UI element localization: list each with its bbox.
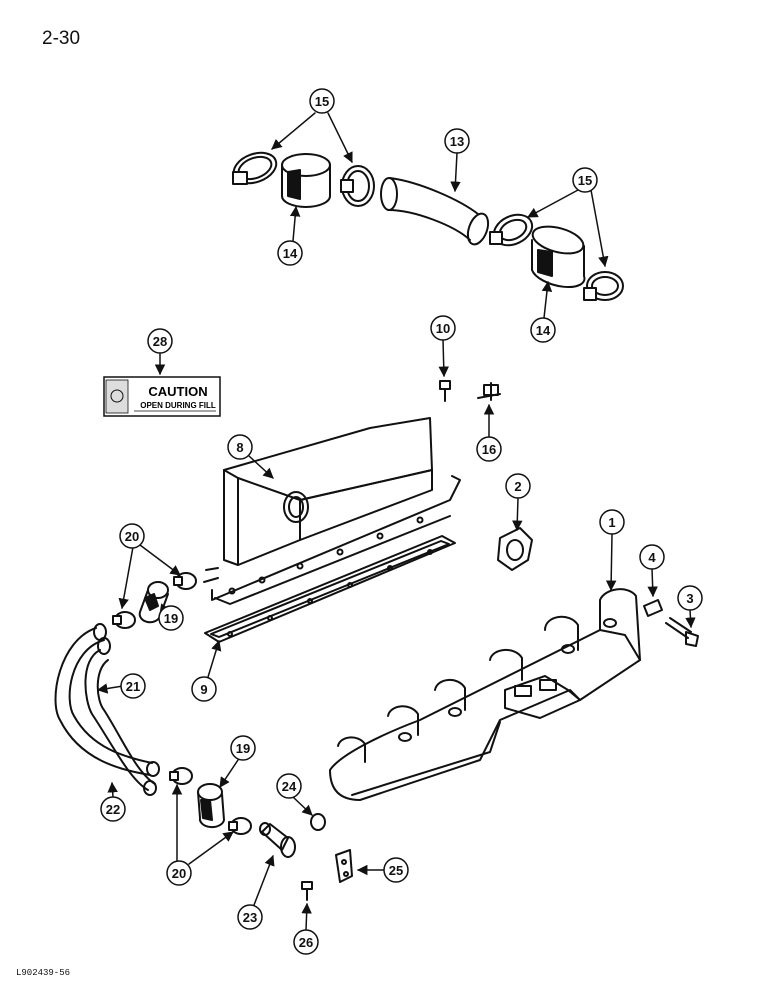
- svg-text:8: 8: [236, 440, 243, 455]
- aftercooler-housing-8: [203, 417, 461, 605]
- caution-subtitle: OPEN DURING FILL: [140, 401, 216, 410]
- svg-text:19: 19: [236, 741, 250, 756]
- o-ring-24: [310, 813, 326, 831]
- svg-text:1: 1: [608, 515, 615, 530]
- callout-15-upper: 15: [309, 88, 335, 114]
- svg-text:2: 2: [514, 479, 521, 494]
- callout-16: 16: [476, 436, 502, 462]
- hose-clamp-20-upper-right: [173, 572, 197, 590]
- bracket-25: [335, 849, 353, 883]
- callout-26: 26: [293, 929, 319, 955]
- svg-text:15: 15: [578, 173, 592, 188]
- callout-19-lower: 19: [230, 735, 256, 761]
- svg-text:13: 13: [450, 134, 464, 149]
- hose-clamp-upper-right-2: [583, 271, 624, 301]
- svg-text:20: 20: [172, 866, 186, 881]
- svg-text:28: 28: [153, 334, 167, 349]
- svg-text:16: 16: [482, 442, 496, 457]
- svg-text:22: 22: [106, 802, 120, 817]
- leader-lines: [96, 112, 696, 931]
- svg-text:24: 24: [282, 779, 297, 794]
- svg-text:4: 4: [648, 550, 656, 565]
- callout-15-right: 15: [572, 167, 598, 193]
- hose-clamp-20-upper-left: [112, 611, 136, 629]
- callout-24: 24: [276, 773, 302, 799]
- svg-text:26: 26: [299, 935, 313, 950]
- page-number: 2-30: [42, 28, 81, 49]
- screw-26: [301, 881, 313, 901]
- callout-10: 10: [430, 315, 456, 341]
- callout-3: 3: [677, 585, 703, 611]
- hose-clamp-upper-middle: [340, 165, 375, 207]
- bolt-3: [665, 617, 699, 647]
- callouts: 15 13 15 14 14 10 28 16 8 2 1 4 3 20 19 …: [100, 88, 703, 955]
- svg-text:14: 14: [536, 323, 551, 338]
- callout-9: 9: [191, 676, 217, 702]
- svg-text:9: 9: [200, 682, 207, 697]
- tube-21: [54, 623, 160, 796]
- elbow-23: [259, 822, 296, 858]
- callout-2: 2: [505, 473, 531, 499]
- callout-13: 13: [444, 128, 470, 154]
- callout-1: 1: [599, 509, 625, 535]
- svg-text:15: 15: [315, 94, 329, 109]
- lock-plate-4: [643, 599, 663, 617]
- svg-text:3: 3: [686, 591, 693, 606]
- svg-text:21: 21: [126, 679, 140, 694]
- callout-4: 4: [639, 544, 665, 570]
- callout-8: 8: [227, 434, 253, 460]
- svg-text:23: 23: [243, 910, 257, 925]
- svg-text:10: 10: [436, 321, 450, 336]
- hose-clamp-upper-left: [232, 151, 278, 185]
- hose-clamp-20-lower-left: [169, 767, 193, 785]
- hose-sleeve-19-lower: [197, 783, 225, 829]
- svg-text:14: 14: [283, 246, 298, 261]
- svg-text:20: 20: [125, 529, 139, 544]
- gasket-9: [204, 535, 456, 643]
- tee-fitting-16: [477, 382, 501, 401]
- svg-text:19: 19: [164, 611, 178, 626]
- callout-28: 28: [147, 328, 173, 354]
- callout-22: 22: [100, 796, 126, 822]
- caution-title: CAUTION: [148, 384, 207, 399]
- hose-clamp-20-lower-right: [228, 817, 252, 835]
- caution-decal-28: CAUTION OPEN DURING FILL: [103, 376, 221, 417]
- hose-sleeve-upper: [281, 153, 331, 208]
- callout-21: 21: [120, 673, 146, 699]
- hose-clamp-upper-right-1: [489, 213, 534, 247]
- callout-23: 23: [237, 904, 263, 930]
- figure-code: L902439-56: [16, 968, 71, 978]
- gasket-2: [497, 527, 533, 571]
- hose-elbow-13: [380, 177, 490, 246]
- svg-text:25: 25: [389, 863, 403, 878]
- callout-20-lower: 20: [166, 860, 192, 886]
- exhaust-manifold-1: [329, 588, 641, 801]
- callout-14-lower: 14: [530, 317, 556, 343]
- callout-25: 25: [383, 857, 409, 883]
- plug-10: [439, 380, 451, 402]
- hose-sleeve-lower: [531, 225, 586, 288]
- callout-20-upper: 20: [119, 523, 145, 549]
- callout-14-upper: 14: [277, 240, 303, 266]
- callout-19-upper: 19: [158, 605, 184, 631]
